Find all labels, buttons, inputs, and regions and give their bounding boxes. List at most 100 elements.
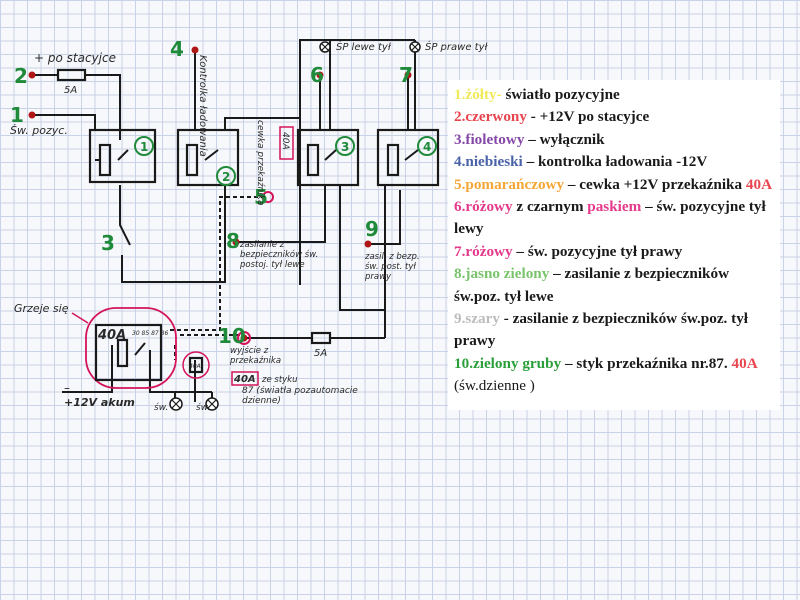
terminal-number-10: 10 xyxy=(218,324,246,348)
legend-rest: – zasilanie z bezpieczników św.poz. tył … xyxy=(454,265,730,305)
legend-rest: - +12V po stacyjce xyxy=(526,108,650,126)
legend-term: 4.niebieski xyxy=(454,153,523,171)
terminal-dot xyxy=(262,191,274,203)
lamp-icon xyxy=(409,41,421,53)
legend-rest: – św. pozycyjne tył prawy xyxy=(512,242,683,260)
wire-right-feed xyxy=(368,190,401,245)
legend-item: 4.niebieski – kontrolka ładowania -12V xyxy=(454,151,776,173)
legend-term: 3.fioletowy xyxy=(454,130,525,148)
terminal-number-6: 6 xyxy=(310,63,324,87)
terminal-number-3: 3 xyxy=(101,231,115,255)
legend-rest: – kontrolka ładowania -12V xyxy=(522,153,708,171)
label-zasilanie-lewe: zasilanie z bezpieczników św. postoj. ty… xyxy=(240,240,319,270)
legend-term: 6.różowy xyxy=(454,198,513,216)
legend-term: 2.czerwony xyxy=(454,108,527,126)
relay-number-2: 2 xyxy=(222,170,230,184)
relay-4: 4 xyxy=(376,128,440,187)
terminal-dot xyxy=(232,238,240,246)
legend-item: 8.jasno zielony – zasilanie z bezpieczni… xyxy=(454,263,776,308)
terminal-dot xyxy=(364,240,372,248)
label-zasilanie-prawe-box: zasil. z bezp. św. post. tył prawy xyxy=(365,252,420,282)
terminal-dot xyxy=(316,71,324,79)
label-minus: – xyxy=(64,381,70,395)
wire-switch xyxy=(119,185,226,283)
legend-item: 1.żółty- światło pozycyjne xyxy=(454,84,776,106)
label-relay-pins: 30 85 87 86 xyxy=(132,330,168,337)
relay-number-1: 1 xyxy=(140,140,148,154)
label-sp-prawe: ŚP prawe tył xyxy=(425,40,488,53)
lamp-icon xyxy=(319,41,331,53)
terminal-number-7: 7 xyxy=(399,63,413,87)
terminal-dot xyxy=(28,111,36,119)
legend-rest: z czarnym xyxy=(512,198,588,216)
wire-left-feed xyxy=(235,185,326,243)
legend-item: 7.różowy – św. pozycyjne tył prawy xyxy=(454,241,776,263)
legend-rest: – cewka +12V przekaźnika xyxy=(564,175,746,193)
wire-bottom-relay xyxy=(62,345,213,402)
label-40a-fuse: 40A xyxy=(189,363,201,370)
dashed-coil xyxy=(170,196,265,360)
relay-3: 3 xyxy=(296,128,360,187)
relay-1: 1 xyxy=(88,128,157,184)
label-40a-big: 40A xyxy=(97,328,126,343)
wire-bus-right xyxy=(339,185,386,338)
legend-rest: światło pozycyjne xyxy=(501,86,620,103)
legend-term: 8.jasno zielony xyxy=(454,265,550,283)
label-sw-right: św. xyxy=(196,402,210,413)
relay-number-4: 4 xyxy=(423,140,431,154)
label-kontrolka: Kontrolka ładowania xyxy=(197,55,208,157)
terminal-number-2: 2 xyxy=(14,64,28,88)
legend-amp: 40A xyxy=(731,354,758,372)
legend-term: 7.różowy xyxy=(454,242,513,260)
legend-item: 2.czerwony - +12V po stacyjce xyxy=(454,106,776,128)
legend-rest: - zasilanie z bezpieczników św.poz. tył … xyxy=(454,310,749,350)
legend-item: 6.różowy z czarnym paskiem – św. pozycyj… xyxy=(454,196,776,241)
legend-term: 9.szary xyxy=(454,310,500,328)
relay-40a-highlight xyxy=(279,126,294,160)
legend-rest: – styk przekaźnika nr.87. xyxy=(561,354,732,372)
terminal-number-4: 4 xyxy=(170,37,184,61)
arrow-grzeje xyxy=(71,312,89,324)
terminal-dot xyxy=(191,46,199,54)
relay-bottom-highlight xyxy=(85,307,177,389)
wire-relay4 xyxy=(407,40,416,130)
label-pin87: 87 (światła pozautomacie dzienne) xyxy=(242,386,358,406)
fuse-5a-top-label: 5A xyxy=(64,85,77,96)
label-40a-out: 40A xyxy=(233,374,256,385)
legend-amp: 40A xyxy=(745,175,773,193)
label-40a-small: 40A xyxy=(280,132,290,150)
label-po-stacyjce: + po stacyjce xyxy=(34,51,116,65)
legend-rest: – wyłącznik xyxy=(524,130,605,148)
fuse-5a-bottom-label: 5A xyxy=(314,348,327,359)
legend-item: 9.szary - zasilanie z bezpieczników św.p… xyxy=(454,308,776,353)
terminal-dot xyxy=(240,334,248,342)
terminal-dot xyxy=(404,71,412,79)
terminal-number-8: 8 xyxy=(226,229,240,253)
label-zasilanie-prawe: zasil. z bezp. św. post. tył prawy xyxy=(365,252,420,282)
terminal-dot xyxy=(28,71,36,79)
fuse-40a-highlight xyxy=(182,351,210,379)
label-pin87-box: 87 (światła pozautomacie dzienne) xyxy=(242,386,358,406)
legend-rest2: – św. pozycyjne tył lewy xyxy=(454,198,766,238)
legend-tail: (św.dzienne ) xyxy=(454,377,535,395)
wire-position-light xyxy=(30,114,96,130)
label-sp-lewe: ŚP lewe tył xyxy=(336,40,392,53)
wire-relay3 xyxy=(299,39,415,285)
relay-number-3: 3 xyxy=(341,140,349,154)
fuse-5a-top xyxy=(56,68,87,82)
terminal-dot xyxy=(237,331,251,345)
label-cewka: cewka przekaźnika xyxy=(255,120,265,206)
wire-relay2-top xyxy=(194,50,300,130)
label-sw-pozyc: Św. pozyc. xyxy=(10,124,68,137)
relay-2: 2 xyxy=(176,128,240,187)
label-ze-styku: ze styku xyxy=(261,375,298,385)
label-sw-left: św. xyxy=(154,402,168,413)
legend-extra: paskiem xyxy=(587,198,642,216)
legend-term: 5.pomarańczowy xyxy=(454,175,565,193)
fuse-5a-bottom xyxy=(310,331,332,345)
relay-bottom xyxy=(94,323,163,382)
legend-item: 5.pomarańczowy – cewka +12V przekaźnika … xyxy=(454,174,776,196)
label-grzeje-sie: Grzeje się xyxy=(14,302,69,315)
